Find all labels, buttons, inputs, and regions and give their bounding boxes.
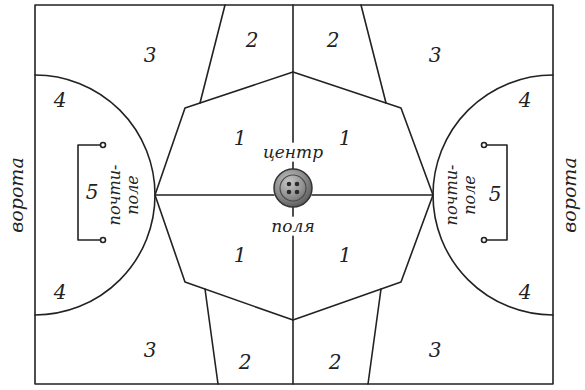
label-anchor: 3 (144, 44, 157, 66)
field-border (35, 5, 553, 384)
zone-number: 2 (327, 29, 340, 51)
label-anchor: поля (268, 217, 317, 236)
zone-line (361, 5, 386, 103)
label-anchor: 4 (54, 281, 67, 303)
goal-post (101, 238, 106, 243)
button-hole (287, 190, 292, 195)
label-anchor: 3 (429, 339, 442, 361)
zone-number: 2 (329, 351, 342, 373)
label-anchor: ворота (559, 157, 580, 232)
label-anchor: 4 (519, 89, 532, 111)
button-hole (295, 190, 300, 195)
label-anchor: почти- поле (106, 165, 141, 226)
zone-number: 5 (489, 183, 502, 205)
near-field-label: почти- поле (443, 165, 478, 226)
label-anchor: 3 (144, 339, 157, 361)
zone-number: 1 (339, 127, 352, 149)
zone-number: 3 (429, 44, 442, 66)
center-caption: поля (268, 217, 317, 236)
label-anchor: 1 (234, 244, 247, 266)
button-hole (287, 182, 292, 187)
zone-number: 4 (54, 89, 67, 111)
goal-label: ворота (6, 157, 27, 232)
label-anchor: 3 (429, 44, 442, 66)
zone-line (200, 5, 225, 103)
zone-number: 4 (519, 281, 532, 303)
label-anchor: 2 (246, 29, 259, 51)
goal-label: ворота (559, 157, 580, 232)
zone-line (292, 320, 294, 384)
zone-number: 2 (239, 351, 252, 373)
zone-line (205, 289, 218, 384)
left-semicircle (35, 75, 155, 315)
label-anchor: 1 (339, 244, 352, 266)
goal-post (482, 238, 487, 243)
goal-post (482, 143, 487, 148)
zone-number: 3 (429, 339, 442, 361)
right-semicircle (433, 75, 553, 315)
button-body (274, 169, 312, 207)
zone-number: 2 (246, 29, 259, 51)
button-rim (280, 175, 306, 201)
label-anchor: 4 (519, 281, 532, 303)
label-anchor: 5 (86, 181, 99, 203)
zone-number: 3 (144, 44, 157, 66)
label-anchor: 1 (234, 127, 247, 149)
near-field-label: почти- поле (106, 165, 141, 226)
zone-number: 3 (144, 339, 157, 361)
zone-number: 1 (234, 127, 247, 149)
zone-number: 5 (86, 181, 99, 203)
label-anchor: 2 (327, 29, 340, 51)
label-anchor: 4 (54, 89, 67, 111)
zone-number: 1 (339, 244, 352, 266)
zone-number: 4 (519, 89, 532, 111)
center-caption: центр (260, 143, 326, 162)
left-goal (78, 145, 100, 240)
goal-post (101, 143, 106, 148)
label-anchor: 2 (329, 351, 342, 373)
label-anchor: ворота (6, 157, 27, 232)
button-ball (274, 169, 312, 207)
right-goal (487, 145, 507, 240)
label-anchor: центр (260, 143, 326, 162)
middle-line (155, 194, 274, 196)
button-hole (295, 182, 300, 187)
label-anchor: 2 (239, 351, 252, 373)
label-anchor: 1 (339, 127, 352, 149)
zone-line (368, 289, 381, 384)
center-hexagon (155, 72, 433, 320)
zone-number: 1 (234, 244, 247, 266)
label-anchor: почти- поле (443, 165, 478, 226)
label-anchor: 5 (489, 183, 502, 205)
zone-line (292, 5, 294, 72)
middle-line (312, 194, 433, 196)
zone-number: 4 (54, 281, 67, 303)
